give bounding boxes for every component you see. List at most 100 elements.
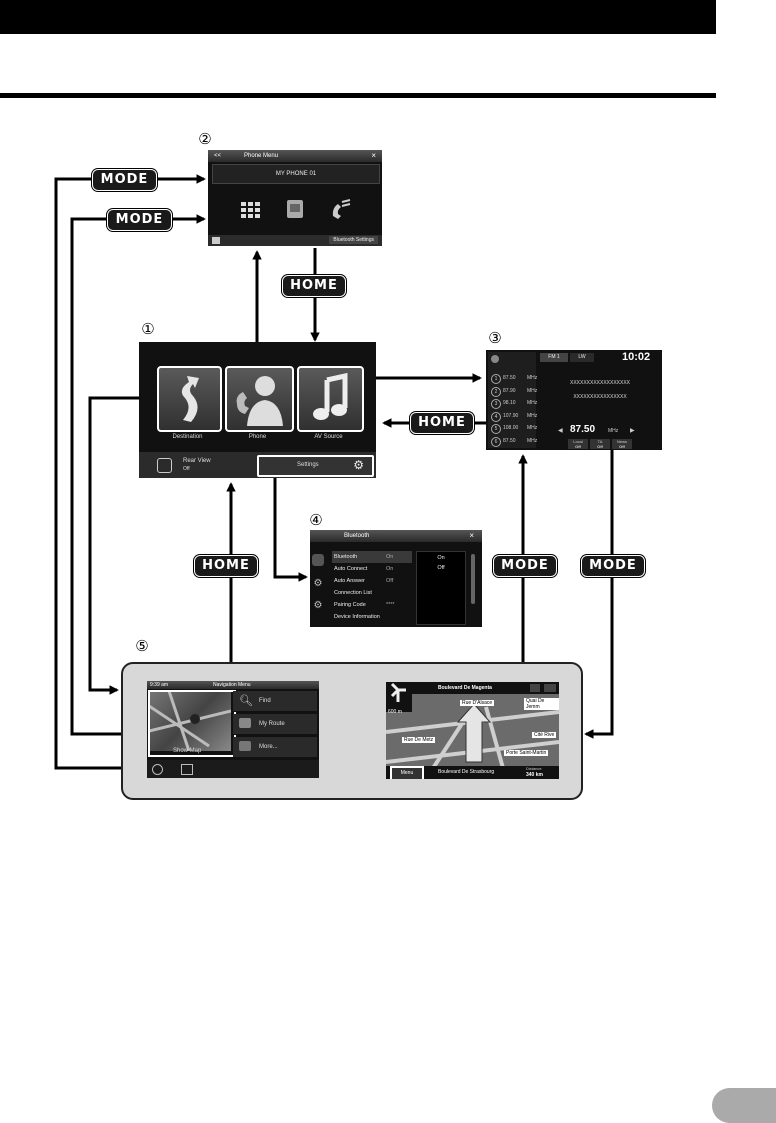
preset-unit: MHz: [527, 400, 538, 407]
page-tab: [712, 1088, 776, 1123]
destination-label: Destination: [172, 434, 203, 440]
setting-name: Connection List: [334, 590, 372, 596]
bluetooth-setting-row[interactable]: Pairing Code****: [332, 599, 412, 611]
keypad-icon[interactable]: [241, 202, 261, 218]
gears-icon[interactable]: ⚙: [313, 600, 323, 611]
preset-number: 1: [491, 374, 501, 384]
setting-name: Auto Connect: [334, 566, 368, 572]
menu-button[interactable]: Menu: [390, 766, 424, 779]
radio-toggle-state: Off: [597, 444, 603, 449]
marker-3: ③: [488, 329, 502, 347]
show-map-button[interactable]: [148, 690, 236, 757]
preset-frequency: 98.10: [503, 400, 516, 407]
turn-left-icon: [390, 682, 406, 702]
option-item[interactable]: On: [437, 555, 445, 561]
phone-settings-icon[interactable]: [212, 237, 220, 244]
street-label: Quai De Jemm: [524, 698, 559, 710]
preset-number: 5: [491, 424, 501, 435]
show-map-label: Show Map: [173, 748, 202, 754]
scrollbar[interactable]: [471, 554, 475, 604]
lw-tab[interactable]: LW: [570, 353, 594, 362]
rear-view-icon[interactable]: [157, 458, 172, 473]
gear-icon[interactable]: ⚙: [313, 578, 323, 589]
speaker-icon[interactable]: [530, 684, 540, 692]
phone-menu-screen: << Phone Menu × MY PHONE 01 Bluetooth Se…: [208, 150, 382, 246]
power-icon[interactable]: [152, 764, 163, 775]
phone-label: Phone: [248, 434, 267, 440]
marker-2: ②: [198, 130, 212, 148]
setting-value: Off: [386, 578, 394, 584]
street-label: Rue De Metz: [402, 737, 436, 743]
station-name-2: XXXXXXXXXXXXXXXX: [573, 394, 627, 400]
map-screen: 600 m Boulevard De Magenta Rue D'Alsace …: [386, 682, 559, 779]
av-source-label: AV Source: [314, 434, 343, 440]
next-street: Boulevard De Strasbourg: [438, 769, 495, 775]
music-note-icon: [313, 372, 348, 420]
distance-label: Distance: [526, 766, 542, 771]
call-history-icon[interactable]: [330, 198, 352, 220]
settings-button[interactable]: Settings ⚙: [257, 455, 374, 477]
seek-up-icon[interactable]: ▶: [630, 428, 635, 434]
current-unit: MHz: [608, 428, 619, 434]
destination-tile[interactable]: [157, 366, 222, 432]
traffic-icon[interactable]: [181, 764, 193, 775]
clock: 10:02: [622, 351, 651, 363]
preset-number: 3: [491, 399, 501, 410]
current-frequency: 87.50: [570, 424, 596, 435]
setting-value: ****: [386, 602, 395, 608]
seek-down-icon[interactable]: ◀: [558, 428, 563, 434]
find-icon: 🔍︎: [239, 694, 253, 707]
mode-badge: MODE: [581, 555, 645, 577]
navigation-menu-screen: 9:39 am Navigation Menu Show Map 🔍︎ Find…: [147, 681, 319, 778]
home-badge: HOME: [194, 555, 258, 577]
phonebook-icon[interactable]: [286, 199, 304, 219]
phone-person-icon: [236, 376, 283, 426]
route-icon: [239, 718, 251, 728]
preset-number: 2: [491, 386, 501, 397]
map-options-icon[interactable]: [544, 684, 556, 692]
home-badge: HOME: [282, 275, 346, 297]
band-tab[interactable]: FM 1: [540, 353, 568, 362]
bluetooth-titlebar: Bluetooth ×: [310, 530, 482, 542]
nav-time: 9:39 am: [150, 682, 169, 688]
preset-frequency: 108.00: [503, 425, 519, 432]
preset-frequency: 87.50: [503, 375, 516, 381]
phone-tile[interactable]: [225, 366, 294, 432]
find-label: Find: [259, 698, 271, 704]
mode-badge: MODE: [107, 209, 172, 231]
setting-value: On: [386, 554, 394, 560]
destination-icon: [181, 376, 199, 422]
close-button[interactable]: ×: [371, 151, 376, 160]
marker-4: ④: [309, 511, 323, 529]
preset-unit: MHz: [527, 437, 538, 444]
radio-toggle-state: Off: [619, 444, 625, 449]
preset-unit: MHz: [527, 412, 538, 419]
bluetooth-settings-button[interactable]: Bluetooth Settings: [329, 236, 378, 244]
option-item[interactable]: Off: [437, 565, 445, 571]
bluetooth-setting-row[interactable]: Connection List: [332, 587, 412, 599]
section-rule: [0, 93, 716, 98]
av-source-tile[interactable]: [297, 366, 364, 432]
close-button[interactable]: ×: [469, 531, 474, 540]
setting-name: Device Information: [334, 614, 380, 620]
bluetooth-setting-row[interactable]: Device Information: [332, 611, 412, 623]
radio-menu-icon[interactable]: [491, 355, 499, 363]
bluetooth-tab-icon[interactable]: [312, 554, 324, 566]
street-label: Porte Saint-Martin: [504, 750, 549, 756]
map-preview[interactable]: [148, 690, 232, 752]
back-button[interactable]: <<: [214, 153, 222, 159]
